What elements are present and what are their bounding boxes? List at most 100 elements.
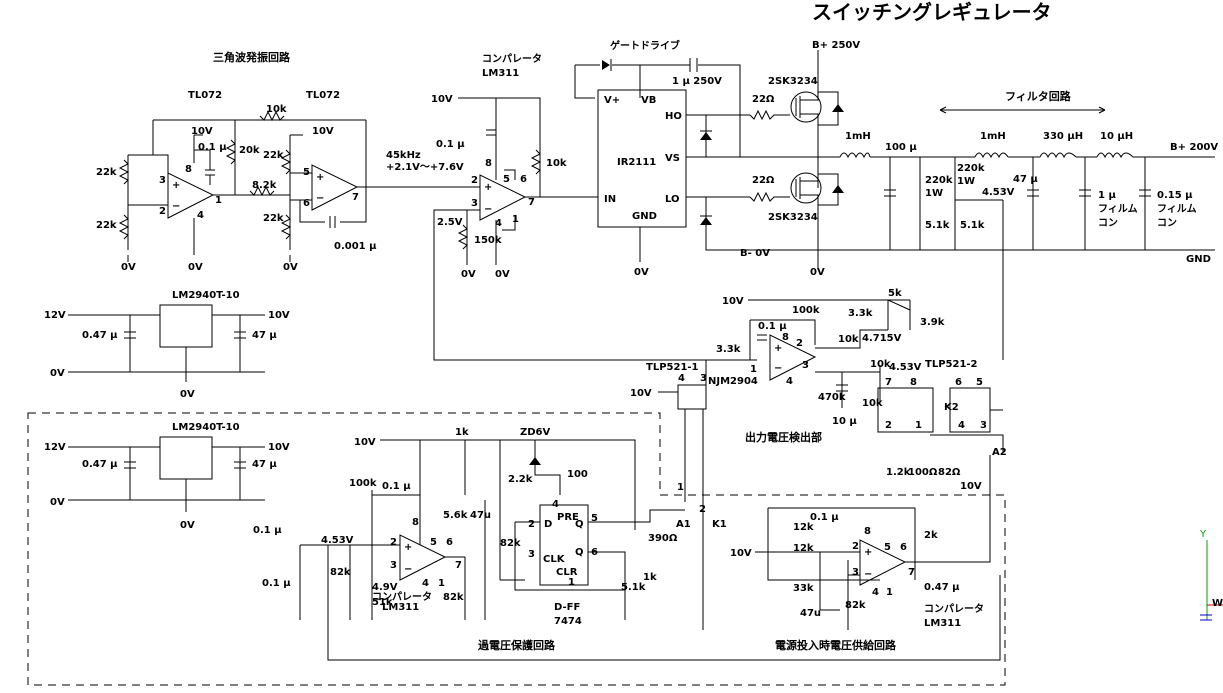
svg-text:100k: 100k — [792, 305, 820, 316]
svg-text:150k: 150k — [474, 235, 502, 246]
svg-text:V+: V+ — [604, 95, 620, 106]
svg-text:3: 3 — [980, 420, 987, 431]
svg-text:0V: 0V — [634, 267, 649, 278]
svg-text:5: 5 — [884, 542, 891, 553]
svg-text:22Ω: 22Ω — [752, 175, 775, 186]
svg-text:3.9k: 3.9k — [920, 317, 945, 328]
svg-text:10V: 10V — [312, 126, 334, 137]
svg-text:10k: 10k — [838, 334, 859, 345]
svg-text:4: 4 — [495, 218, 502, 229]
svg-text:5: 5 — [430, 537, 437, 548]
svg-text:51k: 51k — [372, 597, 393, 608]
axis-indicator: Y W — [1199, 529, 1223, 621]
svg-text:8: 8 — [185, 164, 192, 175]
svg-text:5.1k: 5.1k — [621, 582, 646, 593]
svg-text:10k: 10k — [870, 359, 891, 370]
svg-text:0V: 0V — [180, 389, 195, 400]
svg-text:B+ 200V: B+ 200V — [1170, 142, 1218, 153]
opamp-symbol-1 — [167, 172, 215, 219]
svg-text:10V: 10V — [268, 442, 290, 453]
svg-text:8.2k: 8.2k — [252, 180, 277, 191]
svg-text:220k: 220k — [925, 175, 953, 186]
svg-text:2.2k: 2.2k — [508, 474, 533, 485]
svg-text:+: + — [484, 182, 492, 193]
svg-text:8: 8 — [864, 526, 871, 537]
svg-text:8: 8 — [910, 377, 917, 388]
svg-text:1k: 1k — [455, 427, 469, 438]
svg-text:4: 4 — [197, 210, 204, 221]
svg-text:6: 6 — [446, 537, 453, 548]
svg-text:5: 5 — [976, 377, 983, 388]
svg-text:A1: A1 — [676, 519, 691, 530]
svg-text:470k: 470k — [818, 392, 846, 403]
svg-text:7: 7 — [455, 560, 462, 571]
svg-text:100k: 100k — [349, 478, 377, 489]
svg-text:+2.1V〜+7.6V: +2.1V〜+7.6V — [386, 162, 464, 173]
svg-text:3: 3 — [700, 373, 707, 384]
svg-text:3: 3 — [471, 198, 478, 209]
svg-text:330 μH: 330 μH — [1043, 131, 1083, 142]
svg-text:7: 7 — [908, 567, 915, 578]
svg-text:6: 6 — [303, 198, 310, 209]
svg-text:3: 3 — [802, 360, 809, 371]
svg-text:47 μ: 47 μ — [1013, 174, 1038, 185]
svg-text:A2: A2 — [992, 447, 1007, 458]
svg-text:出力電圧検出部: 出力電圧検出部 — [745, 430, 822, 444]
svg-text:0.47 μ: 0.47 μ — [924, 582, 960, 593]
svg-text:コン: コン — [1157, 218, 1177, 229]
svg-text:4: 4 — [872, 587, 879, 598]
svg-text:10V: 10V — [268, 310, 290, 321]
svg-text:0V: 0V — [283, 262, 298, 273]
svg-text:0.1 μ: 0.1 μ — [262, 578, 291, 589]
triangle-oscillator: 三角波発振回路 TL072 TL072 +− 32 841 +− 567 22k… — [96, 50, 464, 273]
svg-text:コンパレータ: コンパレータ — [924, 603, 984, 615]
svg-text:VS: VS — [665, 153, 680, 164]
svg-text:0V: 0V — [188, 262, 203, 273]
svg-text:0V: 0V — [461, 269, 476, 280]
svg-text:電源投入時電圧供給回路: 電源投入時電圧供給回路 — [775, 638, 897, 652]
regulator-b: LM2940T-10 12V 10V 0.47 μ 47 μ 0V 0V — [44, 422, 290, 531]
svg-text:10k: 10k — [862, 398, 883, 409]
svg-text:2: 2 — [885, 420, 892, 431]
comparator-top — [479, 174, 527, 221]
svg-text:5.1k: 5.1k — [960, 220, 985, 231]
svg-text:コンパレータ: コンパレータ — [482, 53, 542, 65]
svg-text:7474: 7474 — [554, 616, 582, 627]
svg-text:4: 4 — [422, 578, 429, 589]
svg-text:2: 2 — [852, 541, 859, 552]
svg-text:1mH: 1mH — [980, 131, 1006, 142]
svg-text:0.1 μ: 0.1 μ — [810, 512, 839, 523]
protection-boundary — [27, 412, 1006, 686]
svg-text:0.15 μ: 0.15 μ — [1157, 190, 1193, 201]
svg-text:ゲートドライブ: ゲートドライブ — [610, 39, 680, 52]
svg-text:0V: 0V — [50, 497, 65, 508]
svg-text:コンパレータ: コンパレータ — [372, 591, 432, 603]
svg-text:2: 2 — [699, 504, 706, 515]
svg-text:10V: 10V — [960, 481, 982, 492]
svg-text:0V: 0V — [50, 368, 65, 379]
svg-text:100Ω: 100Ω — [908, 467, 938, 478]
svg-text:0.1 μ: 0.1 μ — [253, 525, 282, 536]
svg-text:10 μH: 10 μH — [1100, 131, 1133, 142]
svg-text:10V: 10V — [730, 548, 752, 559]
svg-text:0.47 μ: 0.47 μ — [82, 459, 118, 470]
svg-text:5: 5 — [503, 174, 510, 185]
svg-text:CLK: CLK — [543, 554, 566, 565]
svg-text:5.1k: 5.1k — [925, 220, 950, 231]
svg-text:1: 1 — [568, 577, 575, 588]
svg-text:2.5V: 2.5V — [437, 217, 463, 228]
svg-text:0.1 μ: 0.1 μ — [758, 321, 787, 332]
svg-text:W: W — [1212, 598, 1223, 609]
svg-text:4: 4 — [678, 373, 685, 384]
comparator-ov — [399, 534, 447, 581]
svg-text:+: + — [172, 180, 180, 191]
svg-text:フィルム: フィルム — [1157, 203, 1197, 215]
svg-text:ZD6V: ZD6V — [520, 427, 551, 438]
svg-text:0.1 μ: 0.1 μ — [436, 139, 465, 150]
opamp-symbol-2 — [311, 164, 359, 211]
section-label-triangle: 三角波発振回路 — [213, 50, 291, 64]
svg-text:0V: 0V — [121, 262, 136, 273]
diagram-title: スイッチングレギュレータ — [812, 0, 1052, 24]
svg-text:LM311: LM311 — [382, 602, 419, 613]
